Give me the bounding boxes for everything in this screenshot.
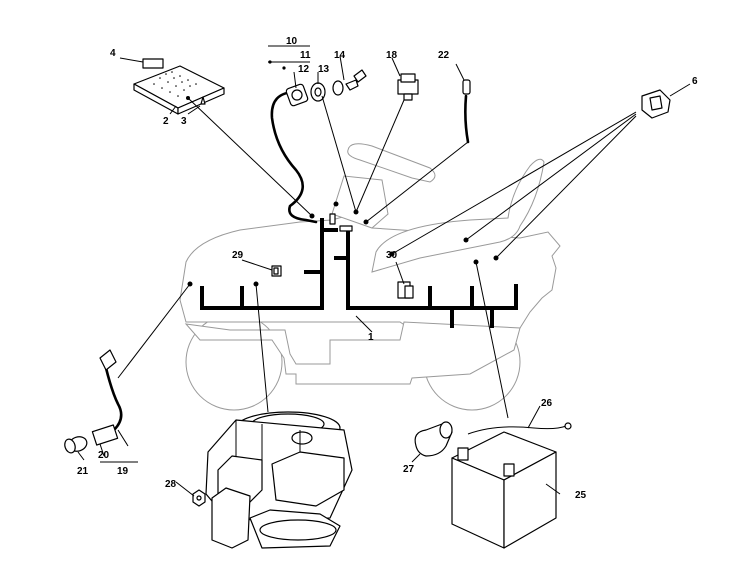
- wiring-harness: [200, 213, 518, 328]
- harness-connector: [339, 225, 353, 232]
- tractor-outline: [179, 143, 561, 411]
- ignition-washer: [332, 80, 344, 96]
- label-30: 30: [386, 250, 398, 261]
- clip-30: [397, 281, 414, 299]
- nut-28: [192, 489, 206, 507]
- rocker-switch: [397, 73, 419, 101]
- ignition-switch: [270, 69, 367, 224]
- steering-wheel: [347, 143, 436, 183]
- label-14: 14: [334, 50, 346, 61]
- ignition-key: [345, 79, 359, 91]
- label-10: 10: [286, 36, 298, 47]
- label-29: 29: [232, 250, 244, 261]
- terminal-cover: [414, 421, 453, 457]
- battery-terminal-pos: [503, 463, 515, 477]
- label-28: 28: [165, 479, 177, 490]
- label-21: 21: [77, 466, 89, 477]
- sensor-lead: [462, 79, 471, 144]
- label-22: 22: [438, 50, 450, 61]
- label-26: 26: [541, 398, 553, 409]
- light-assembly: [64, 349, 123, 454]
- label-19: 19: [117, 466, 129, 477]
- screw: [200, 96, 206, 105]
- connection-points: [186, 60, 499, 287]
- label-6: 6: [692, 76, 698, 87]
- battery-terminal-neg: [457, 447, 469, 461]
- label-2: 2: [163, 116, 169, 127]
- tractor-chassis: [184, 321, 521, 385]
- tractor-seat: [371, 158, 545, 273]
- fuse-board: [133, 58, 225, 115]
- label-18: 18: [386, 50, 398, 61]
- label-20: 20: [98, 450, 110, 461]
- engine: [205, 411, 353, 549]
- label-11: 11: [300, 50, 311, 61]
- label-12: 12: [298, 64, 310, 75]
- fuse-cover: [142, 58, 164, 69]
- part-labels: 4 2 3 10 11 12 13 14 18 22 6 29 30 1 20 …: [77, 36, 698, 501]
- leader-lines: [77, 45, 691, 497]
- clip-29: [271, 265, 282, 277]
- battery: [451, 422, 572, 549]
- seat-switch: [641, 89, 671, 119]
- label-13: 13: [318, 64, 330, 75]
- label-4: 4: [110, 48, 116, 59]
- label-1: 1: [368, 332, 374, 343]
- label-3: 3: [181, 116, 187, 127]
- engine-air-filter: [211, 487, 251, 549]
- label-25: 25: [575, 490, 587, 501]
- harness-plug: [329, 213, 336, 225]
- label-27: 27: [403, 464, 415, 475]
